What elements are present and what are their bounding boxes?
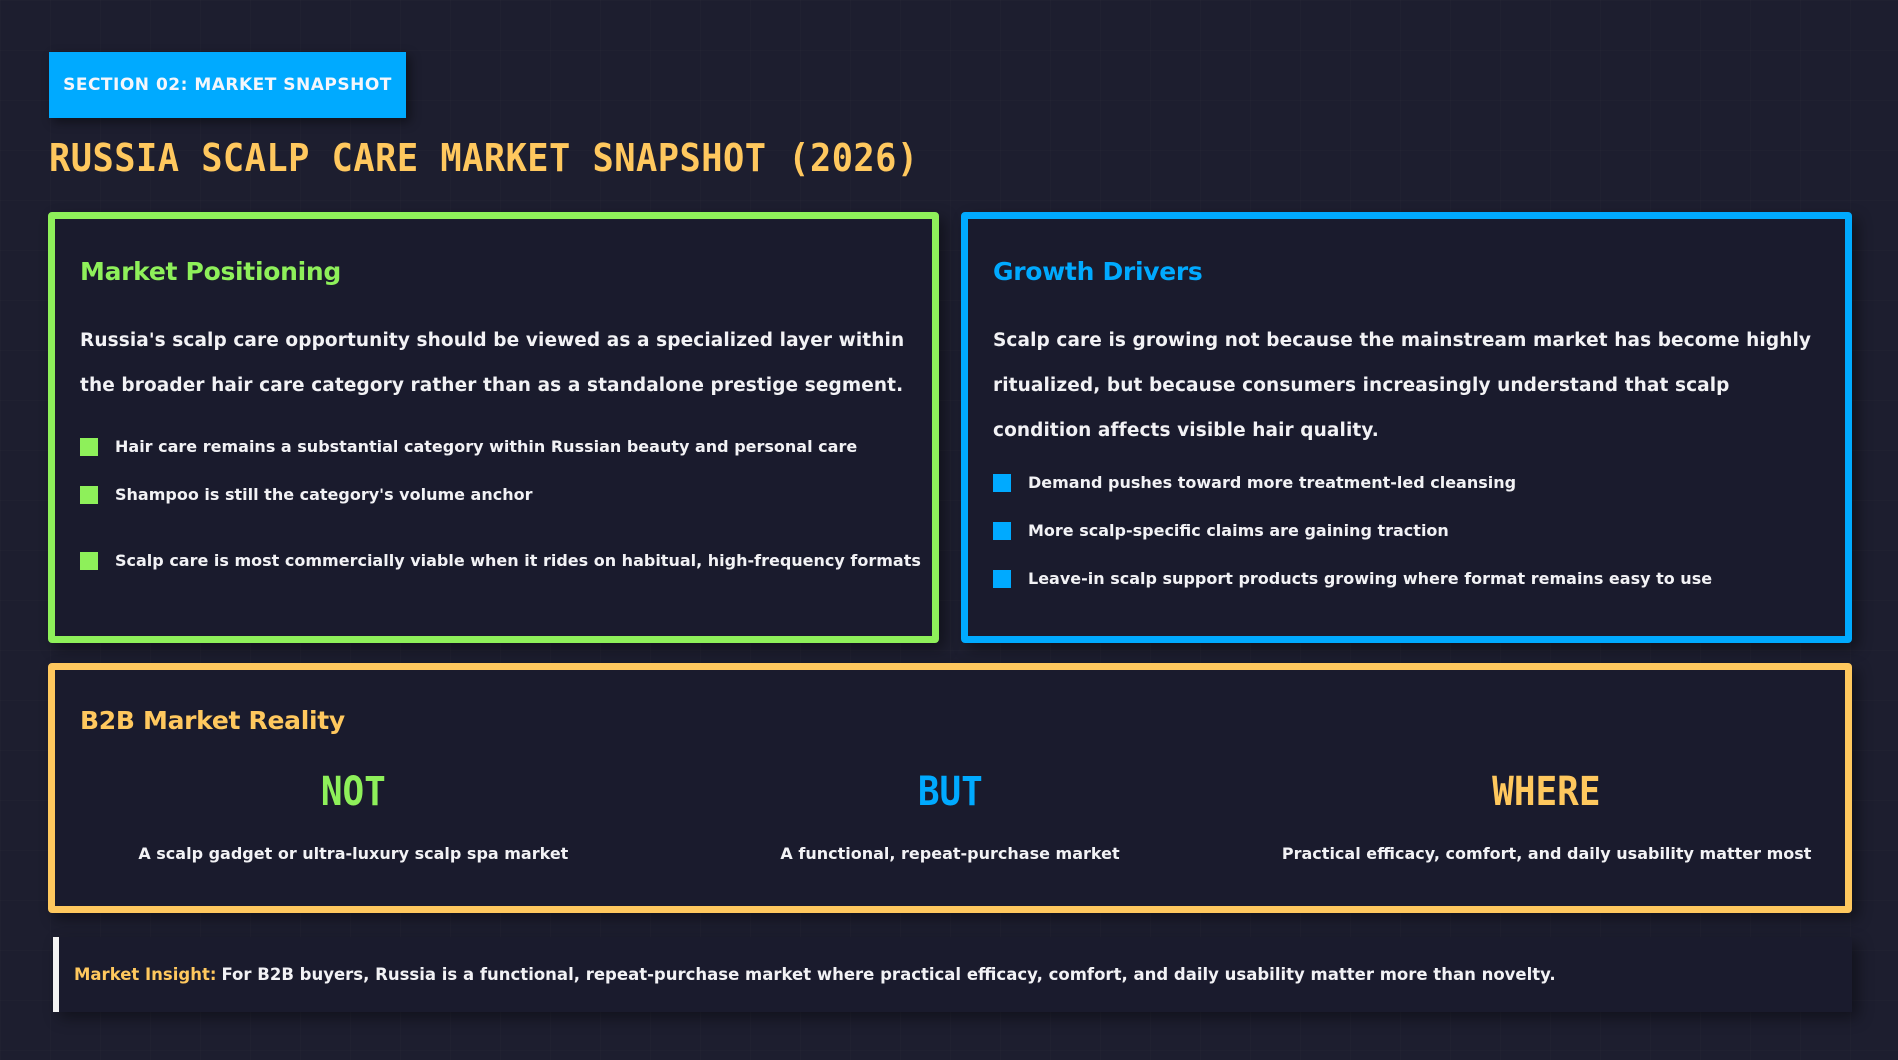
- insight-text: For B2B buyers, Russia is a functional, …: [221, 965, 1556, 984]
- reality-column-but: BUT A functional, repeat-purchase market: [652, 770, 1249, 863]
- b2b-reality-heading: B2B Market Reality: [80, 706, 345, 735]
- square-bullet-icon: [993, 569, 1011, 588]
- growth-drivers-heading: Growth Drivers: [993, 257, 1203, 286]
- bullet-text: Leave-in scalp support products growing …: [1028, 569, 1713, 588]
- section-badge: SECTION 02: MARKET SNAPSHOT: [49, 52, 406, 118]
- square-bullet-icon: [80, 485, 98, 504]
- list-item: Scalp care is most commercially viable w…: [80, 551, 921, 570]
- reality-column-not: NOT A scalp gadget or ultra-luxury scalp…: [55, 770, 652, 863]
- list-item: Demand pushes toward more treatment-led …: [993, 473, 1516, 492]
- keyword-but: BUT: [917, 769, 983, 815]
- b2b-reality-card: B2B Market Reality NOT A scalp gadget or…: [48, 663, 1852, 913]
- list-item: Leave-in scalp support products growing …: [993, 569, 1712, 588]
- list-item: More scalp-specific claims are gaining t…: [993, 521, 1449, 540]
- keyword-description: Practical efficacy, comfort, and daily u…: [1281, 844, 1812, 863]
- square-bullet-icon: [993, 473, 1011, 492]
- growth-drivers-card: Growth Drivers Scalp care is growing not…: [961, 212, 1852, 643]
- keyword-where: WHERE: [1492, 769, 1601, 815]
- market-positioning-card: Market Positioning Russia's scalp care o…: [48, 212, 939, 643]
- insight-label: Market Insight:: [74, 965, 217, 984]
- reality-column-where: WHERE Practical efficacy, comfort, and d…: [1248, 770, 1845, 863]
- list-item: Shampoo is still the category's volume a…: [80, 485, 533, 504]
- market-positioning-lead: Russia's scalp care opportunity should b…: [80, 330, 905, 396]
- growth-drivers-lead: Scalp care is growing not because the ma…: [993, 330, 1812, 441]
- square-bullet-icon: [80, 551, 98, 570]
- bullet-text: Hair care remains a substantial category…: [115, 437, 858, 456]
- market-insight-callout: Market Insight: For B2B buyers, Russia i…: [53, 937, 1852, 1012]
- bullet-text: Demand pushes toward more treatment-led …: [1028, 473, 1517, 492]
- square-bullet-icon: [80, 437, 98, 456]
- bullet-text: More scalp-specific claims are gaining t…: [1028, 521, 1449, 540]
- market-positioning-heading: Market Positioning: [80, 257, 341, 286]
- b2b-reality-columns: NOT A scalp gadget or ultra-luxury scalp…: [55, 770, 1845, 863]
- list-item: Hair care remains a substantial category…: [80, 437, 857, 456]
- bullet-text: Shampoo is still the category's volume a…: [115, 485, 533, 504]
- square-bullet-icon: [993, 521, 1011, 540]
- keyword-description: A functional, repeat-purchase market: [780, 844, 1120, 863]
- keyword-description: A scalp gadget or ultra-luxury scalp spa…: [138, 844, 569, 863]
- page-title: RUSSIA SCALP CARE MARKET SNAPSHOT (2026): [49, 136, 919, 180]
- bullet-text: Scalp care is most commercially viable w…: [115, 551, 921, 570]
- keyword-not: NOT: [320, 769, 386, 815]
